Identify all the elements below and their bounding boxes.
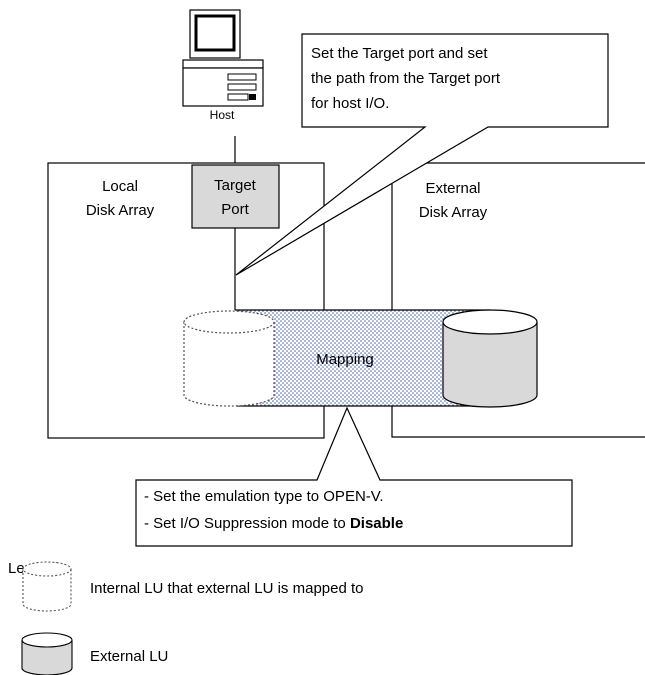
bottom-callout-line1: - Set the emulation type to OPEN-V. xyxy=(144,488,384,505)
bottom-callout-line2-prefix: - Set I/O Suppression mode to xyxy=(144,515,350,532)
bottom-callout-line2: - Set I/O Suppression mode to Disable xyxy=(144,515,403,532)
top-callout-line1: Set the Target port and set xyxy=(311,45,488,62)
external-lu-cylinder xyxy=(442,309,538,408)
target-port-box xyxy=(191,164,280,229)
bottom-callout xyxy=(135,406,573,547)
legend-internal-lu-icon xyxy=(22,561,72,612)
target-port-label-line2: Port xyxy=(221,201,249,218)
target-port-label-line1: Target xyxy=(214,177,257,194)
local-array-label-line1: Local xyxy=(102,178,138,195)
bottom-callout-line2-bold: Disable xyxy=(350,515,403,532)
legend-internal-lu-label: Internal LU that external LU is mapped t… xyxy=(90,580,364,597)
mapping-label: Mapping xyxy=(316,351,374,368)
local-array-label-line2: Disk Array xyxy=(86,202,155,219)
host-computer-icon xyxy=(182,9,264,107)
legend-external-lu-icon xyxy=(21,632,73,675)
internal-lu-cylinder xyxy=(183,310,275,407)
top-callout xyxy=(235,33,609,276)
external-array-label-line2: Disk Array xyxy=(419,204,488,221)
top-callout-line3: for host I/O. xyxy=(311,95,389,112)
host-label: Host xyxy=(210,108,235,122)
external-array-label-line1: External xyxy=(425,180,480,197)
legend-external-lu-label: External LU xyxy=(90,648,168,665)
top-callout-line2: the path from the Target port xyxy=(311,70,501,87)
